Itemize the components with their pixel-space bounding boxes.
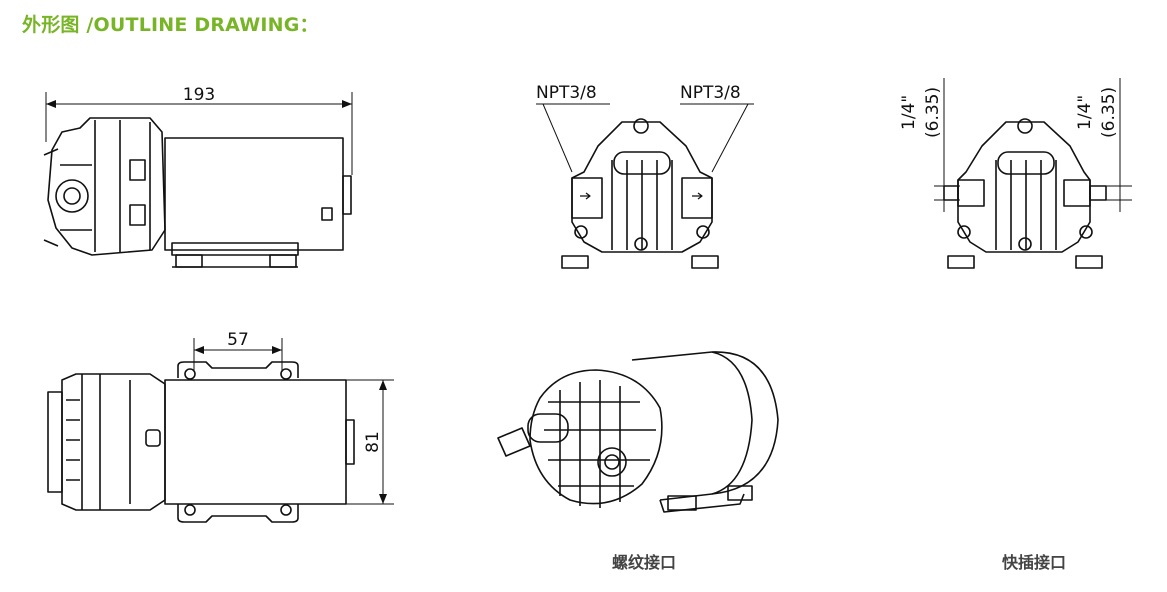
caption-threaded-port: 螺纹接口	[612, 553, 677, 572]
label-quick-inch-right: 1/4"	[1075, 95, 1095, 130]
label-npt-right: NPT3/8	[680, 83, 741, 103]
iso-view-threaded	[497, 351, 779, 513]
label-quick-mm-left: (6.35)	[923, 87, 943, 138]
dim-mount-spacing: 57	[227, 330, 249, 350]
label-quick-inch-left: 1/4"	[899, 95, 919, 130]
front-view-threaded: NPT3/8 NPT3/8	[536, 83, 754, 269]
dim-overall-height: 81	[363, 431, 383, 453]
page-title: 外形图 /OUTLINE DRAWING：	[22, 14, 319, 36]
top-view: 57 81	[47, 330, 394, 523]
caption-quick-connect-port: 快插接口	[1002, 553, 1067, 572]
label-quick-mm-right: (6.35)	[1099, 87, 1119, 138]
dim-overall-length: 193	[183, 85, 215, 105]
label-npt-left: NPT3/8	[536, 83, 597, 103]
front-view-quick-connect: 1/4" (6.35) 1/4" (6.35)	[899, 78, 1132, 269]
side-view: 193	[43, 85, 353, 268]
